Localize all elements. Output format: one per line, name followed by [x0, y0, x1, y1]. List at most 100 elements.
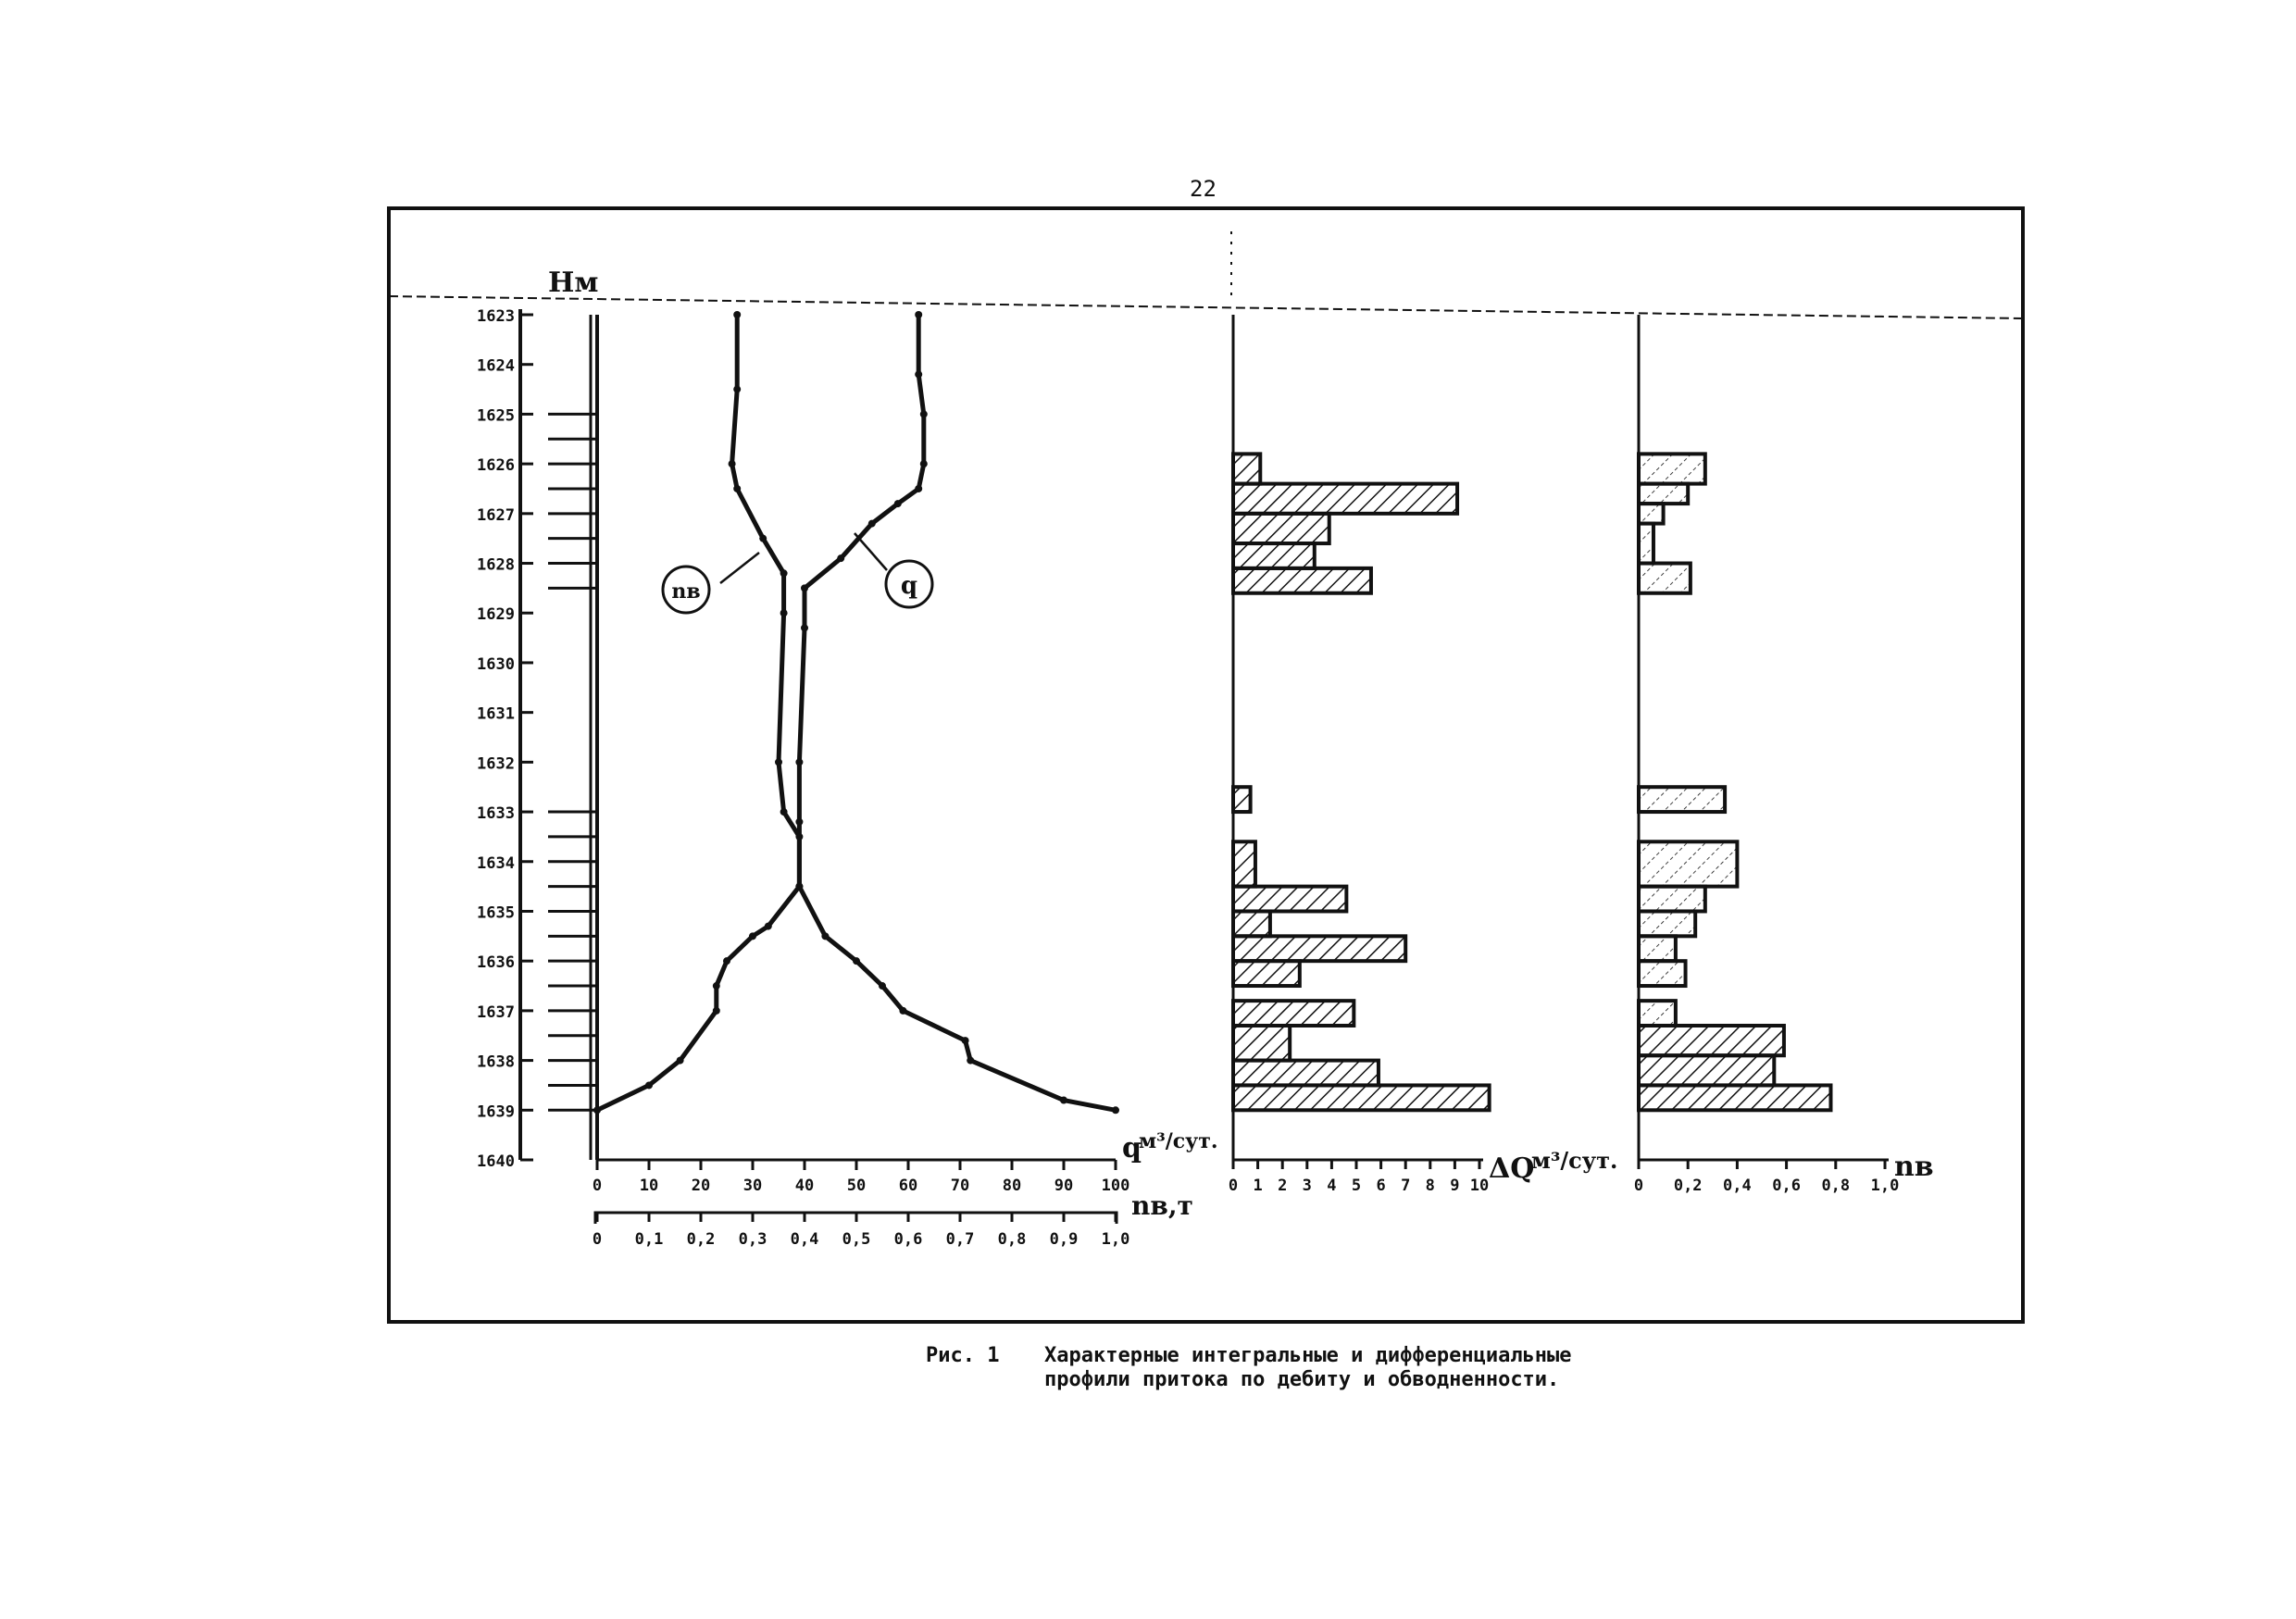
depth-tick-label: 1632 — [477, 754, 515, 773]
nb-tick-label: 0 — [593, 1230, 602, 1249]
curve-point — [801, 624, 808, 632]
bar — [1637, 909, 1698, 939]
nb-tick-label: 0,9 — [1050, 1230, 1079, 1249]
q-callout-label: q — [901, 572, 917, 600]
curve-point — [879, 982, 886, 990]
bar — [1637, 999, 1678, 1027]
curve-point — [764, 922, 772, 930]
depth-tick-label: 1637 — [477, 1003, 515, 1022]
bar — [1637, 1023, 1786, 1058]
q-axis-unit: м³/сут. — [1139, 1129, 1218, 1153]
page-number: 22 — [1190, 176, 1217, 202]
bar — [1637, 481, 1691, 506]
bar-axis-tick-label: 3 — [1303, 1177, 1312, 1195]
q-tick-label: 40 — [795, 1177, 814, 1195]
depth-tick-label: 1639 — [477, 1102, 515, 1121]
curve-point — [853, 957, 860, 965]
q-tick-label: 60 — [899, 1177, 917, 1195]
curve-point — [919, 410, 928, 418]
depth-tick-label: 1630 — [477, 655, 515, 674]
depth-tick-label: 1640 — [477, 1152, 515, 1171]
curve-point — [723, 957, 730, 965]
bar — [1231, 566, 1373, 595]
q-tick-label: 0 — [593, 1177, 602, 1195]
curve-point — [733, 311, 742, 318]
bar — [1637, 959, 1688, 989]
curve-point — [961, 1037, 969, 1045]
curve-point — [795, 817, 804, 826]
bar — [1231, 785, 1253, 815]
depth-tick-label: 1624 — [477, 357, 515, 376]
nb2-axis-label: nв — [1894, 1151, 1934, 1183]
curve-point — [733, 385, 742, 393]
bar-axis-tick-label: 6 — [1376, 1177, 1385, 1195]
depth-tick-label: 1635 — [477, 903, 515, 922]
q-tick-label: 50 — [847, 1177, 866, 1195]
nb-tick-label: 0,1 — [635, 1230, 664, 1249]
depth-tick-label: 1623 — [477, 307, 515, 326]
depth-tick-label: 1628 — [477, 556, 515, 575]
q-tick-label: 20 — [692, 1177, 710, 1195]
nb-tick-label: 0,8 — [998, 1230, 1027, 1249]
q-tick-label: 30 — [743, 1177, 762, 1195]
bar-axis-tick-label: 0,6 — [1772, 1177, 1801, 1195]
caption-line-2: профили притока по дебиту и обводненност… — [1044, 1368, 1560, 1391]
bar — [1231, 999, 1356, 1027]
bar-axis-tick-label: 1 — [1253, 1177, 1262, 1195]
nb-callout-label: nв — [671, 579, 700, 604]
curve-point — [593, 1106, 601, 1115]
curve-point — [1112, 1106, 1119, 1115]
depth-tick-label: 1625 — [477, 406, 515, 425]
bar — [1637, 884, 1707, 914]
nb2-bars — [1637, 452, 1833, 1113]
figure-frame — [387, 206, 2025, 1324]
curve-point — [795, 882, 804, 890]
bar — [1231, 909, 1272, 939]
bar — [1637, 452, 1707, 486]
bar-axis-tick-label: 0 — [1229, 1177, 1238, 1195]
bar-axis-tick-label: 0,2 — [1674, 1177, 1703, 1195]
curve-point — [837, 554, 845, 563]
nb-callout-circle — [661, 565, 711, 615]
nb-tick-label: 1,0 — [1102, 1230, 1130, 1249]
depth-axis: Нм16231624162516261627162816291630163116… — [477, 267, 599, 1171]
bar — [1637, 561, 1692, 595]
bar — [1231, 884, 1349, 914]
curve-point — [780, 569, 788, 578]
bar — [1231, 452, 1263, 486]
bar — [1637, 934, 1678, 964]
bar — [1231, 481, 1460, 516]
curve-point — [645, 1081, 653, 1090]
nb-callout-line — [719, 552, 760, 584]
curve-point — [821, 932, 830, 940]
depth-tick-label: 1626 — [477, 456, 515, 475]
bar-axis-tick-label: 9 — [1450, 1177, 1459, 1195]
caption-line-1: Характерные интегральные и дифференциаль… — [1044, 1344, 1572, 1367]
curve-point — [915, 311, 923, 318]
nb-tick-label: 0,2 — [687, 1230, 716, 1249]
depth-tick-label: 1638 — [477, 1053, 515, 1072]
depth-tick-label: 1633 — [477, 804, 515, 823]
curve-point — [749, 932, 756, 940]
q-tick-label: 10 — [640, 1177, 658, 1195]
curve-point — [919, 460, 928, 468]
dq-bars — [1231, 452, 1491, 1113]
curve-point — [915, 370, 923, 379]
curve-point — [733, 484, 742, 492]
nb-tick-label: 0,3 — [739, 1230, 767, 1249]
nb-tick-label: 0,5 — [842, 1230, 871, 1249]
bar-axis-tick-label: 2 — [1278, 1177, 1287, 1195]
bar — [1231, 542, 1316, 570]
bar — [1637, 521, 1655, 566]
bar — [1231, 840, 1257, 889]
bar-axis-tick-label: 1,0 — [1871, 1177, 1900, 1195]
bar — [1231, 1058, 1380, 1088]
curve-point — [867, 519, 876, 528]
bar — [1231, 1083, 1491, 1113]
nb-axis-label: nв,т — [1131, 1190, 1193, 1221]
